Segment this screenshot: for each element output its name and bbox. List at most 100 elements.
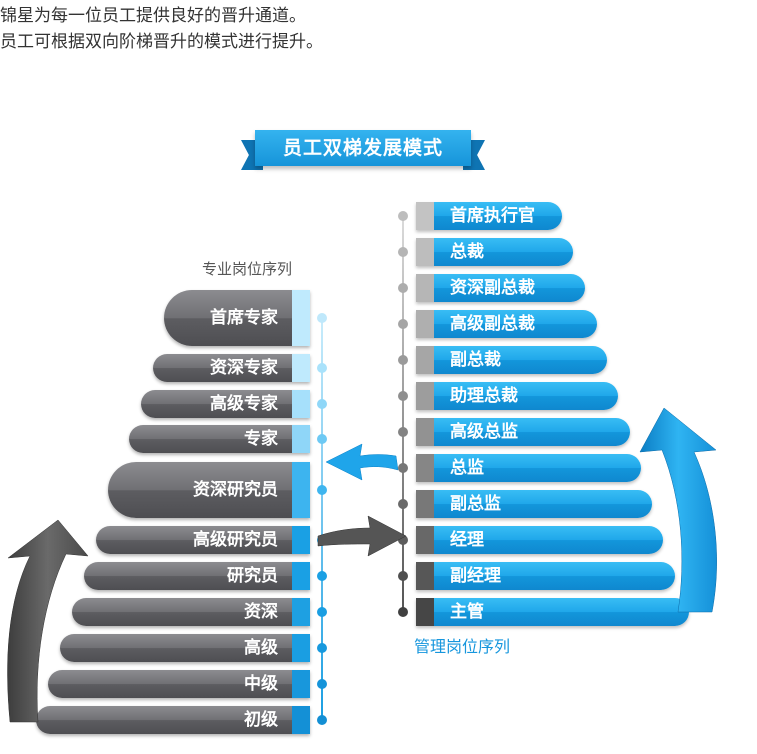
management-level-label: 副总监 bbox=[450, 494, 501, 514]
professional-level-dot bbox=[317, 535, 327, 545]
professional-level-bar: 高级专家 bbox=[141, 390, 310, 418]
management-level-label: 主管 bbox=[450, 602, 484, 622]
title-banner: 员工双梯发展模式 bbox=[241, 130, 485, 174]
professional-level-label: 资深研究员 bbox=[193, 480, 278, 500]
professional-level-end bbox=[292, 562, 310, 590]
professional-level-bar: 中级 bbox=[48, 670, 310, 698]
management-level-bar: 经理 bbox=[416, 526, 663, 554]
professional-level-label: 专家 bbox=[244, 429, 278, 449]
management-level-bar: 副总裁 bbox=[416, 346, 607, 374]
management-level-dot bbox=[398, 391, 408, 401]
management-level-label: 副总裁 bbox=[450, 350, 501, 370]
management-level-end bbox=[416, 310, 434, 338]
management-level-end bbox=[416, 490, 434, 518]
management-level-label: 助理总裁 bbox=[450, 386, 518, 406]
professional-level-label: 初级 bbox=[244, 710, 278, 730]
professional-level-bar: 资深 bbox=[72, 598, 310, 626]
management-level-dot bbox=[398, 319, 408, 329]
management-level-label: 总裁 bbox=[450, 242, 484, 262]
management-level-end bbox=[416, 346, 434, 374]
management-level-dot bbox=[398, 211, 408, 221]
professional-ladder-line bbox=[321, 318, 323, 720]
professional-level-label: 中级 bbox=[244, 674, 278, 694]
intro-line-1: 锦星为每一位员工提供良好的晋升通道。 bbox=[0, 6, 306, 26]
management-level-dot bbox=[398, 535, 408, 545]
professional-level-bar: 高级研究员 bbox=[96, 526, 310, 554]
professional-level-end bbox=[292, 290, 310, 346]
management-level-dot bbox=[398, 427, 408, 437]
professional-level-dot bbox=[317, 607, 327, 617]
management-ladder-line bbox=[402, 214, 404, 612]
professional-level-end bbox=[292, 706, 310, 734]
professional-level-label: 高级 bbox=[244, 638, 278, 658]
management-level-dot bbox=[398, 247, 408, 257]
management-level-end bbox=[416, 382, 434, 410]
management-level-label: 经理 bbox=[450, 530, 484, 550]
professional-level-dot bbox=[317, 434, 327, 444]
management-level-label: 副经理 bbox=[450, 566, 501, 586]
management-level-bar: 总监 bbox=[416, 454, 641, 482]
management-level-dot bbox=[398, 607, 408, 617]
professional-level-label: 首席专家 bbox=[210, 308, 278, 328]
management-level-end bbox=[416, 274, 434, 302]
management-level-bar: 首席执行官 bbox=[416, 202, 562, 230]
professional-level-dot bbox=[317, 363, 327, 373]
professional-level-dot bbox=[317, 679, 327, 689]
management-level-bar: 总裁 bbox=[416, 238, 573, 266]
management-level-end bbox=[416, 598, 434, 626]
professional-level-bar: 专家 bbox=[129, 425, 310, 453]
management-level-bar: 资深副总裁 bbox=[416, 274, 585, 302]
intro-line-2: 员工可根据双向阶梯晋升的模式进行提升。 bbox=[0, 32, 323, 52]
management-level-label: 高级总监 bbox=[450, 422, 518, 442]
professional-level-label: 高级专家 bbox=[210, 394, 278, 414]
professional-level-end bbox=[292, 598, 310, 626]
professional-level-dot bbox=[317, 643, 327, 653]
management-level-end bbox=[416, 526, 434, 554]
professional-level-dot bbox=[317, 399, 327, 409]
management-level-dot bbox=[398, 283, 408, 293]
management-level-bar: 主管 bbox=[416, 598, 689, 626]
management-level-end bbox=[416, 418, 434, 446]
professional-level-bar: 研究员 bbox=[84, 562, 310, 590]
professional-level-end bbox=[292, 526, 310, 554]
professional-level-dot bbox=[317, 313, 327, 323]
management-level-label: 高级副总裁 bbox=[450, 314, 535, 334]
management-level-bar: 高级总监 bbox=[416, 418, 630, 446]
management-level-end bbox=[416, 454, 434, 482]
gray-curved-arrow-icon bbox=[317, 515, 407, 557]
management-level-label: 资深副总裁 bbox=[450, 278, 535, 298]
management-level-end bbox=[416, 238, 434, 266]
management-level-label: 总监 bbox=[450, 458, 484, 478]
professional-level-label: 研究员 bbox=[227, 566, 278, 586]
management-level-dot bbox=[398, 463, 408, 473]
professional-level-label: 高级研究员 bbox=[193, 530, 278, 550]
professional-level-bar: 资深研究员 bbox=[108, 462, 310, 518]
professional-level-end bbox=[292, 670, 310, 698]
professional-series-title: 专业岗位序列 bbox=[202, 260, 293, 278]
professional-level-end bbox=[292, 390, 310, 418]
professional-level-end bbox=[292, 634, 310, 662]
professional-level-bar: 首席专家 bbox=[164, 290, 310, 346]
professional-level-bar: 资深专家 bbox=[153, 354, 310, 382]
professional-level-label: 资深专家 bbox=[210, 358, 278, 378]
professional-level-label: 资深 bbox=[244, 602, 278, 622]
management-level-end bbox=[416, 202, 434, 230]
banner-title: 员工双梯发展模式 bbox=[255, 130, 471, 166]
professional-level-end bbox=[292, 462, 310, 518]
management-level-bar: 高级副总裁 bbox=[416, 310, 597, 338]
management-level-end bbox=[416, 562, 434, 590]
professional-level-dot bbox=[317, 715, 327, 725]
professional-level-end bbox=[292, 354, 310, 382]
professional-level-bar: 高级 bbox=[60, 634, 310, 662]
professional-level-dot bbox=[317, 571, 327, 581]
professional-level-end bbox=[292, 425, 310, 453]
management-series-title: 管理岗位序列 bbox=[414, 637, 511, 656]
management-level-bar: 助理总裁 bbox=[416, 382, 618, 410]
management-level-label: 首席执行官 bbox=[450, 206, 535, 226]
management-level-bar: 副经理 bbox=[416, 562, 675, 590]
management-level-dot bbox=[398, 355, 408, 365]
blue-curved-arrow-icon bbox=[325, 443, 399, 481]
management-level-dot bbox=[398, 571, 408, 581]
management-level-dot bbox=[398, 499, 408, 509]
professional-level-dot bbox=[317, 485, 327, 495]
